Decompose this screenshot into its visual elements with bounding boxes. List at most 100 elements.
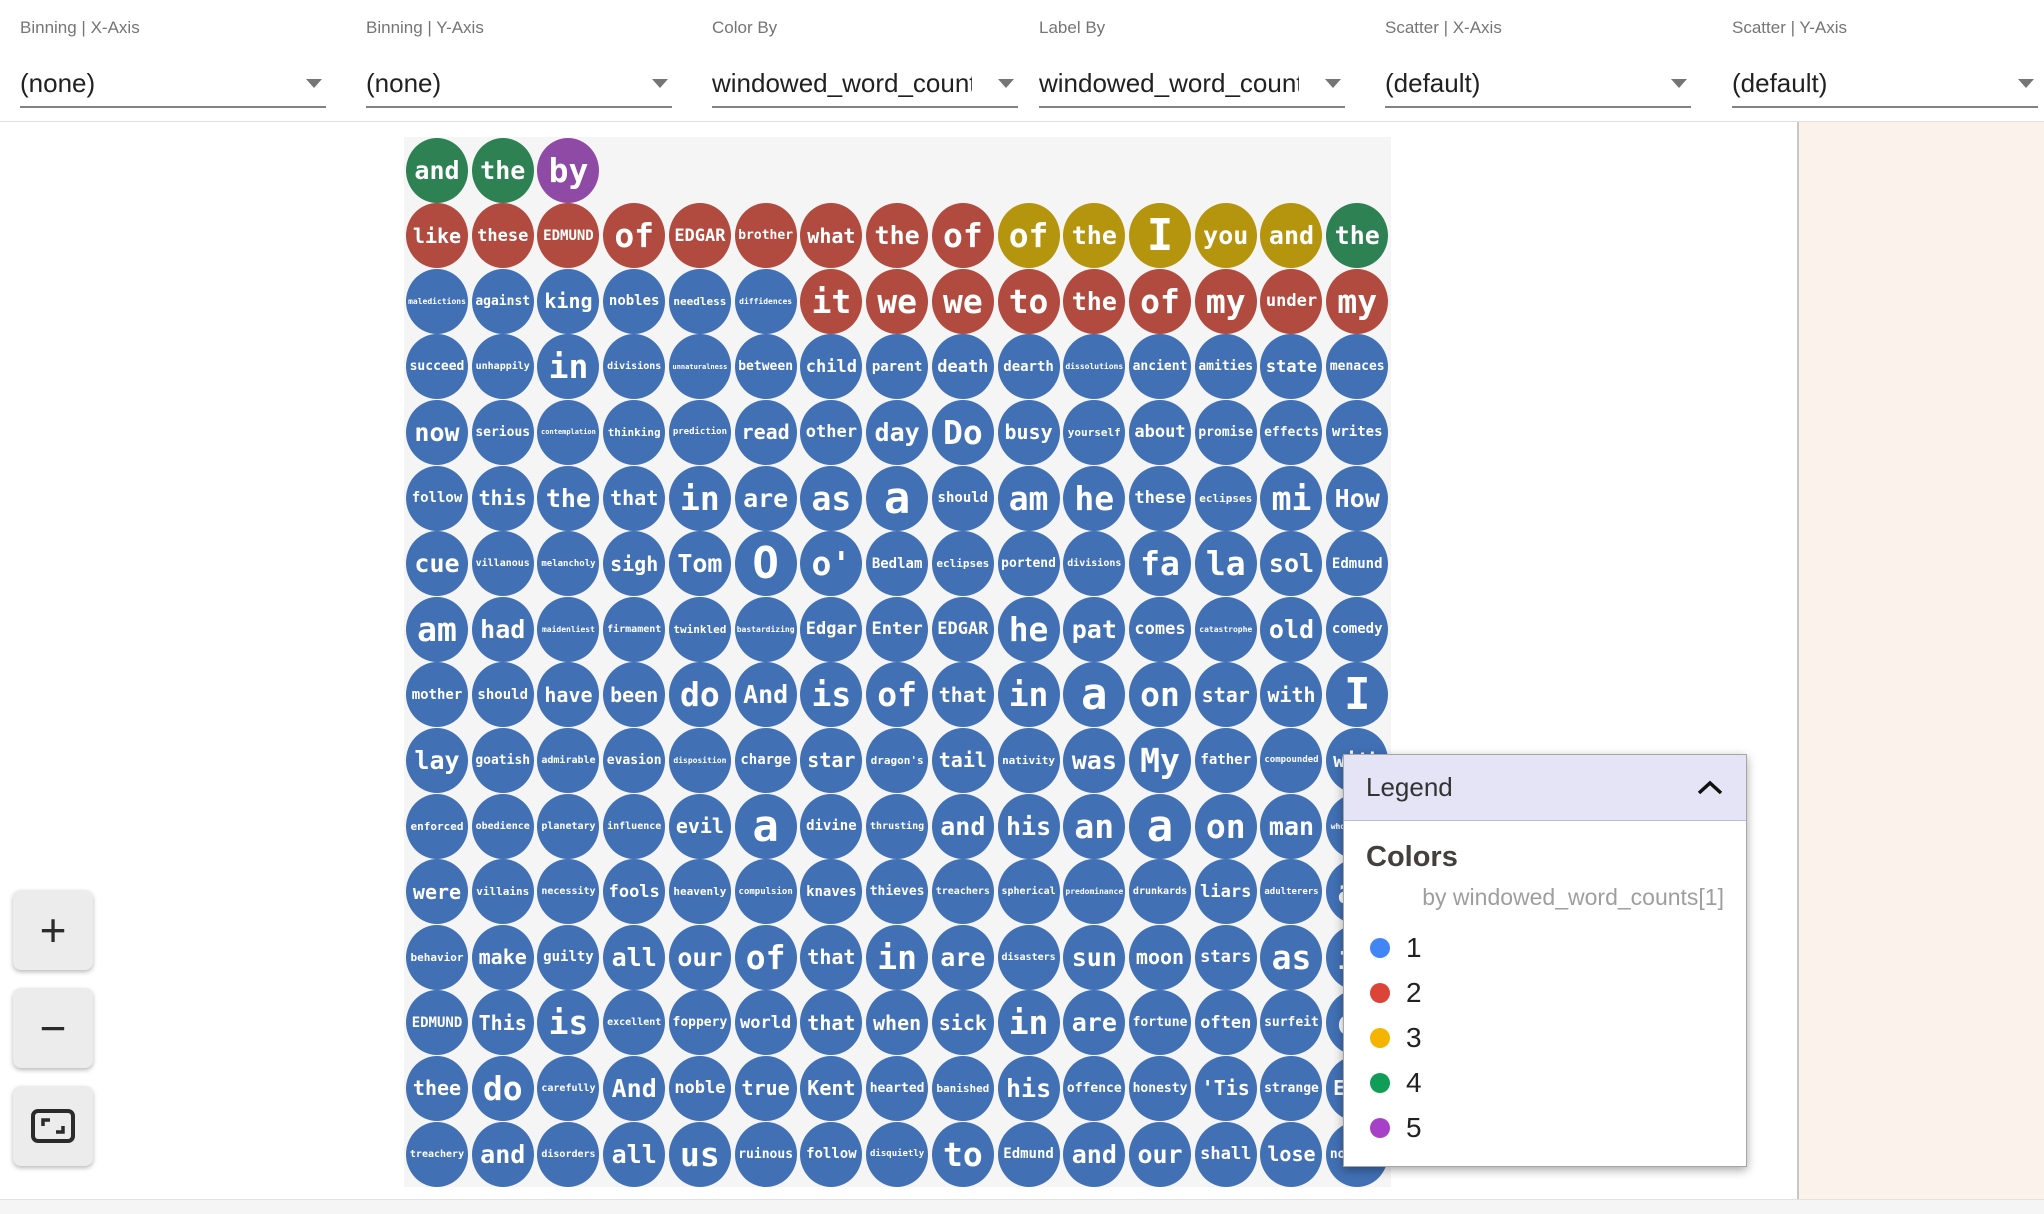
- word-circle[interactable]: in: [997, 990, 1060, 1056]
- word-circle[interactable]: on: [1194, 793, 1257, 859]
- word-circle[interactable]: shall: [1194, 1121, 1257, 1187]
- word-circle[interactable]: he: [1063, 465, 1126, 531]
- word-circle[interactable]: was: [1063, 727, 1126, 793]
- word-circle[interactable]: strange: [1260, 1055, 1323, 1121]
- word-circle[interactable]: had: [471, 596, 534, 662]
- word-circle[interactable]: in: [668, 465, 731, 531]
- word-circle[interactable]: against: [471, 268, 534, 334]
- word-circle[interactable]: disasters: [997, 924, 1060, 990]
- word-circle[interactable]: star: [800, 727, 863, 793]
- word-circle[interactable]: you: [1194, 203, 1257, 269]
- word-circle[interactable]: this: [471, 465, 534, 531]
- word-circle[interactable]: treachery: [406, 1121, 468, 1187]
- word-circle[interactable]: in: [537, 334, 600, 400]
- fit-to-screen-button[interactable]: [13, 1086, 93, 1166]
- word-circle[interactable]: sick: [931, 990, 994, 1056]
- word-circle[interactable]: comes: [1129, 596, 1192, 662]
- word-circle[interactable]: busy: [997, 399, 1060, 465]
- word-circle[interactable]: I: [1326, 662, 1389, 728]
- word-circle[interactable]: villanous: [471, 531, 534, 597]
- word-circle[interactable]: true: [734, 1055, 797, 1121]
- word-circle[interactable]: And: [734, 662, 797, 728]
- word-circle[interactable]: that: [931, 662, 994, 728]
- word-circle[interactable]: Tom: [668, 531, 731, 597]
- word-circle[interactable]: EDMUND: [537, 203, 600, 269]
- word-circle[interactable]: sol: [1260, 531, 1323, 597]
- word-circle[interactable]: banished: [931, 1055, 994, 1121]
- word-circle[interactable]: nobles: [603, 268, 666, 334]
- word-circle[interactable]: obedience: [471, 793, 534, 859]
- word-circle[interactable]: contemplation: [537, 399, 600, 465]
- word-circle[interactable]: brother: [734, 203, 797, 269]
- word-circle[interactable]: it: [800, 268, 863, 334]
- word-circle[interactable]: been: [603, 662, 666, 728]
- word-circle[interactable]: all: [603, 924, 666, 990]
- word-circle[interactable]: My: [1129, 727, 1192, 793]
- word-circle[interactable]: the: [1063, 203, 1126, 269]
- word-circle[interactable]: drunkards: [1129, 859, 1192, 925]
- word-circle[interactable]: needless: [668, 268, 731, 334]
- word-circle[interactable]: ancient: [1129, 334, 1192, 400]
- word-circle[interactable]: hearted: [866, 1055, 929, 1121]
- scatter-x-axis-dropdown[interactable]: Scatter | X-Axis (default): [1385, 18, 1691, 108]
- word-circle[interactable]: stars: [1194, 924, 1257, 990]
- word-circle[interactable]: serious: [471, 399, 534, 465]
- word-circle[interactable]: o': [800, 531, 863, 597]
- word-circle[interactable]: an: [1063, 793, 1126, 859]
- word-circle[interactable]: nativity: [997, 727, 1060, 793]
- word-circle[interactable]: villains: [471, 859, 534, 925]
- word-circle[interactable]: bastardizing: [734, 596, 797, 662]
- word-circle[interactable]: that: [603, 465, 666, 531]
- word-circle[interactable]: portend: [997, 531, 1060, 597]
- word-circle[interactable]: influence: [603, 793, 666, 859]
- word-circle[interactable]: were: [406, 859, 468, 925]
- word-circle[interactable]: Edgar: [800, 596, 863, 662]
- word-circle[interactable]: is: [800, 662, 863, 728]
- word-circle[interactable]: his: [997, 793, 1060, 859]
- word-circle[interactable]: often: [1194, 990, 1257, 1056]
- word-circle[interactable]: my: [1194, 268, 1257, 334]
- word-circle[interactable]: as: [1260, 924, 1323, 990]
- word-circle[interactable]: state: [1260, 334, 1323, 400]
- word-circle[interactable]: read: [734, 399, 797, 465]
- word-circle[interactable]: honesty: [1129, 1055, 1192, 1121]
- word-circle[interactable]: thrusting: [866, 793, 929, 859]
- word-circle[interactable]: planetary: [537, 793, 600, 859]
- zoom-in-button[interactable]: +: [13, 890, 93, 970]
- word-circle[interactable]: ruinous: [734, 1121, 797, 1187]
- word-circle[interactable]: pat: [1063, 596, 1126, 662]
- word-circle[interactable]: the: [471, 137, 534, 203]
- word-circle[interactable]: our: [1129, 1121, 1192, 1187]
- word-circle[interactable]: dissolutions: [1063, 334, 1126, 400]
- word-circle[interactable]: Do: [931, 399, 994, 465]
- word-circle[interactable]: dragon's: [866, 727, 929, 793]
- word-circle[interactable]: goatish: [471, 727, 534, 793]
- word-circle[interactable]: writes: [1326, 399, 1389, 465]
- word-circle[interactable]: by: [537, 137, 600, 203]
- word-circle[interactable]: comedy: [1326, 596, 1389, 662]
- word-circle[interactable]: Kent: [800, 1055, 863, 1121]
- word-circle[interactable]: evil: [668, 793, 731, 859]
- word-circle[interactable]: twinkled: [668, 596, 731, 662]
- word-circle[interactable]: excellent: [603, 990, 666, 1056]
- word-circle[interactable]: moon: [1129, 924, 1192, 990]
- word-circle[interactable]: Edmund: [1326, 531, 1389, 597]
- word-circle[interactable]: firmament: [603, 596, 666, 662]
- word-circle[interactable]: menaces: [1326, 334, 1389, 400]
- word-circle[interactable]: tail: [931, 727, 994, 793]
- word-circle[interactable]: child: [800, 334, 863, 400]
- word-circle[interactable]: the: [866, 203, 929, 269]
- word-circle[interactable]: admirable: [537, 727, 600, 793]
- word-circle[interactable]: are: [1063, 990, 1126, 1056]
- word-circle[interactable]: and: [406, 137, 468, 203]
- word-circle[interactable]: of: [997, 203, 1060, 269]
- word-circle[interactable]: are: [931, 924, 994, 990]
- word-circle[interactable]: of: [931, 203, 994, 269]
- word-circle[interactable]: adulterers: [1260, 859, 1323, 925]
- word-circle[interactable]: mi: [1260, 465, 1323, 531]
- word-circle[interactable]: knaves: [800, 859, 863, 925]
- word-circle[interactable]: he: [997, 596, 1060, 662]
- word-circle[interactable]: have: [537, 662, 600, 728]
- word-circle[interactable]: man: [1260, 793, 1323, 859]
- word-circle[interactable]: disquietly: [866, 1121, 929, 1187]
